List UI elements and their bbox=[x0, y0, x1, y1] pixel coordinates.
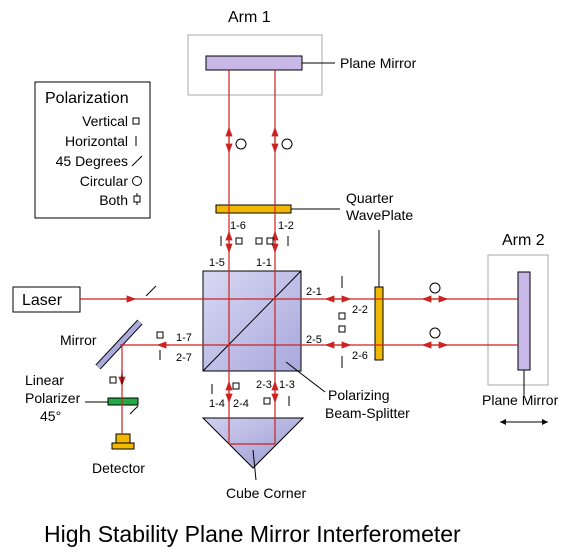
beam-label-1-3: 1-3 bbox=[279, 379, 295, 391]
beam-label-1-7: 1-7 bbox=[176, 332, 192, 344]
arm1-frame bbox=[187, 34, 323, 96]
beam-label-2-1: 2-1 bbox=[306, 286, 322, 298]
arm2-label: Arm 2 bbox=[502, 232, 545, 249]
legend-item-horizontal: Horizontal bbox=[65, 133, 128, 149]
plane-mirror-2-label: Plane Mirror bbox=[482, 392, 559, 408]
beam-label-2-2: 2-2 bbox=[352, 304, 368, 316]
square-bar-icon bbox=[133, 193, 141, 205]
legend-item-circular: Circular bbox=[80, 173, 129, 189]
plane-mirror-1-label: Plane Mirror bbox=[340, 55, 417, 71]
quarter-waveplate-1 bbox=[215, 204, 292, 214]
circle-icon bbox=[132, 176, 142, 186]
waveplate-label-line1: Quarter bbox=[346, 190, 394, 206]
arm1-label: Arm 1 bbox=[228, 9, 271, 26]
detector-label: Detector bbox=[92, 460, 145, 476]
plane-mirror-1 bbox=[205, 55, 303, 71]
detector bbox=[115, 433, 131, 444]
quarter-waveplate-2 bbox=[374, 286, 384, 361]
polarizer-label-line3: 45° bbox=[40, 408, 61, 424]
beam-label-2-6: 2-6 bbox=[352, 350, 368, 362]
beam-label-2-5: 2-5 bbox=[306, 334, 322, 346]
waveplate-label-line2: WavePlate bbox=[346, 207, 413, 223]
pbs-label-line1: Polarizing bbox=[328, 387, 389, 403]
beam-label-2-4: 2-4 bbox=[233, 398, 249, 410]
linear-polarizer bbox=[107, 397, 139, 406]
polarizer-label-line1: Linear bbox=[25, 372, 64, 388]
polarization-legend bbox=[34, 81, 151, 219]
cube-corner bbox=[201, 417, 305, 469]
beam-label-1-6: 1-6 bbox=[230, 220, 246, 232]
legend-item-both: Both bbox=[99, 192, 128, 208]
legend-item-45deg: 45 Degrees bbox=[56, 153, 128, 169]
laser-label: Laser bbox=[22, 292, 63, 309]
laser-box bbox=[12, 286, 81, 313]
beam-label-2-7: 2-7 bbox=[176, 352, 192, 364]
mirror-label: Mirror bbox=[60, 332, 97, 348]
beam-label-1-1: 1-1 bbox=[256, 257, 272, 269]
pbs-label-line2: Beam-Splitter bbox=[325, 405, 410, 421]
square-icon bbox=[132, 117, 140, 125]
beam-label-1-4: 1-4 bbox=[209, 398, 225, 410]
polarizer-label-line2: Polarizer bbox=[25, 390, 81, 406]
legend-title: Polarization bbox=[45, 90, 129, 107]
legend-item-vertical: Vertical bbox=[82, 113, 128, 129]
cube-corner-label: Cube Corner bbox=[226, 485, 306, 501]
fold-mirror bbox=[96, 320, 142, 369]
beam-label-1-2: 1-2 bbox=[278, 220, 294, 232]
translation-arrow-icon bbox=[500, 419, 548, 425]
beam-label-2-3: 2-3 bbox=[256, 379, 272, 391]
arm2-frame bbox=[487, 254, 549, 386]
plane-mirror-2 bbox=[517, 271, 531, 371]
diagonal-icon bbox=[131, 155, 143, 167]
beam-label-1-5: 1-5 bbox=[209, 257, 225, 269]
polarization-markers bbox=[109, 138, 441, 415]
diagram-title: High Stability Plane Mirror Interferomet… bbox=[44, 521, 461, 547]
